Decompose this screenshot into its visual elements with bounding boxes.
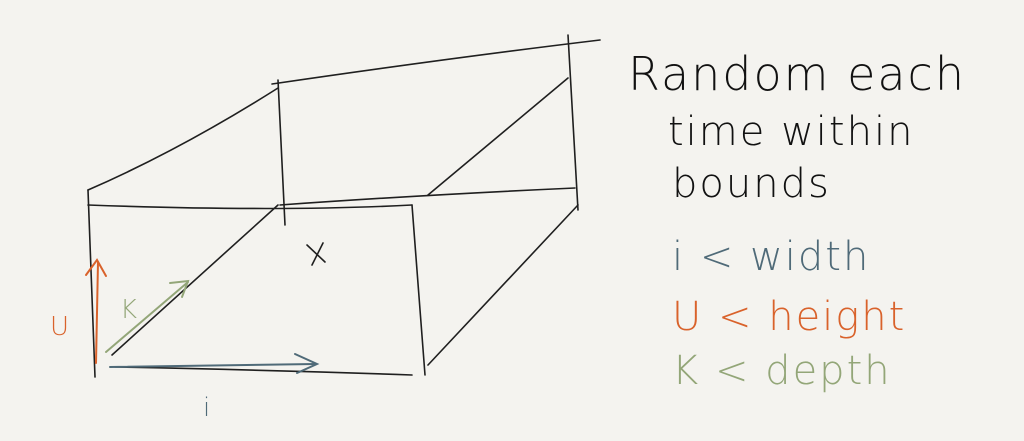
- top-back-edge: [271, 39, 601, 85]
- note-line-3: bounds: [672, 161, 831, 207]
- legend-width: i < width: [672, 234, 870, 280]
- u-axis-label: U: [50, 312, 71, 342]
- inner-floor-diagonal: [111, 204, 279, 356]
- i-axis-label: i: [203, 393, 212, 423]
- front-right-vertical-edge: [411, 204, 426, 376]
- box-edges: [87, 34, 601, 378]
- mid-horizontal-edge: [87, 204, 413, 210]
- legend-height: U < height: [672, 294, 906, 340]
- back-right-vertical-edge: [567, 34, 579, 211]
- notes-block: Random each time within bounds: [628, 47, 966, 207]
- bottom-right-diagonal: [427, 204, 579, 366]
- back-horizontal-edge: [279, 187, 576, 206]
- top-front-edge: [87, 87, 279, 191]
- k-axis-arrow: K: [105, 279, 190, 353]
- legend-depth: K < depth: [672, 348, 892, 394]
- note-line-1: Random each: [628, 47, 966, 101]
- note-line-2: time within: [668, 109, 914, 155]
- x-cross-icon: [306, 242, 326, 266]
- legend: i < width U < height K < depth: [672, 234, 906, 394]
- front-left-vertical-edge: [87, 189, 96, 378]
- k-axis-label: K: [120, 295, 139, 325]
- upper-right-diagonal: [427, 77, 569, 196]
- point-x-mark: [306, 242, 326, 266]
- i-axis-arrow: i: [109, 353, 320, 423]
- u-axis-arrow: U: [50, 258, 107, 364]
- point-label: X: [0, 0, 3, 1]
- mid-vertical-edge: [277, 79, 286, 226]
- bottom-front-edge: [114, 366, 413, 376]
